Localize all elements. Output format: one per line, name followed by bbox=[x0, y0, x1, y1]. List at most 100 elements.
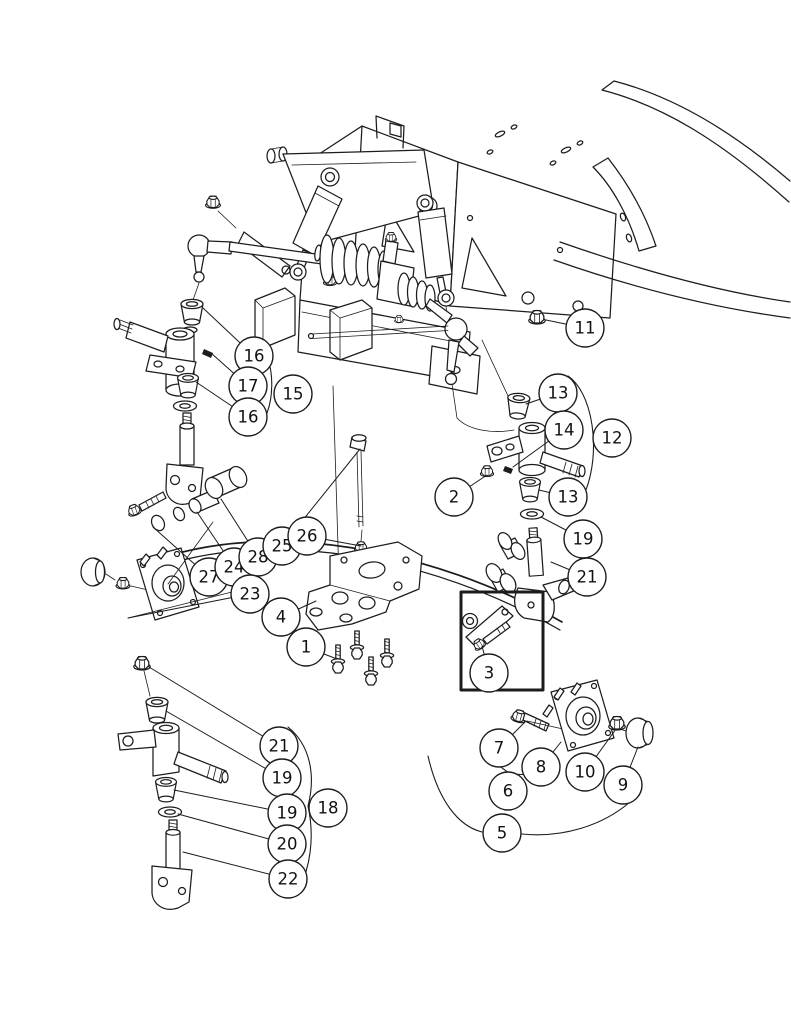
callout-15: 15 bbox=[273, 374, 313, 414]
callout-number-21: 21 bbox=[577, 568, 598, 587]
spring-mount-plate bbox=[305, 385, 423, 686]
leader-line-19 bbox=[165, 710, 283, 779]
callout-circle-21 bbox=[567, 557, 607, 597]
axle-tube-assembly bbox=[125, 465, 248, 585]
callout-3: 3 bbox=[469, 653, 509, 693]
callout-number-11: 11 bbox=[575, 319, 596, 338]
leader-line-21 bbox=[148, 666, 280, 747]
callout-number-27: 27 bbox=[199, 568, 220, 587]
callout-9: 9 bbox=[603, 765, 643, 805]
callout-number-12: 12 bbox=[602, 429, 623, 448]
callout-21: 21 bbox=[259, 726, 299, 766]
callout-18: 18 bbox=[308, 788, 348, 828]
callout-4: 4 bbox=[261, 597, 301, 637]
spring-alignment-line bbox=[127, 591, 233, 619]
spindle-right-upper bbox=[479, 309, 586, 520]
callout-19: 19 bbox=[262, 758, 302, 798]
callout-circle-16 bbox=[228, 397, 268, 437]
callout-number-21: 21 bbox=[269, 737, 290, 756]
callout-circle-8 bbox=[521, 747, 561, 787]
callout-26: 26 bbox=[287, 516, 327, 556]
callout-number-4: 4 bbox=[276, 608, 287, 627]
leader-line-23 bbox=[127, 593, 251, 619]
callout-23: 23 bbox=[230, 574, 270, 614]
callout-number-17: 17 bbox=[238, 377, 259, 396]
callout-10: 10 bbox=[565, 752, 605, 792]
callout-circle-6 bbox=[488, 771, 528, 811]
callout-circle-13 bbox=[548, 477, 588, 517]
callout-number-9: 9 bbox=[618, 776, 629, 795]
callout-circle-15 bbox=[273, 374, 313, 414]
callout-number-20: 20 bbox=[277, 835, 298, 854]
callout-number-6: 6 bbox=[503, 782, 514, 801]
callout-circle-9 bbox=[603, 765, 643, 805]
callout-8: 8 bbox=[521, 747, 561, 787]
callout-12: 12 bbox=[592, 418, 632, 458]
callout-number-19: 19 bbox=[272, 769, 293, 788]
callout-17: 17 bbox=[228, 366, 268, 406]
callout-13: 13 bbox=[548, 477, 588, 517]
callout-number-16: 16 bbox=[244, 347, 265, 366]
shackle-link-parts bbox=[461, 605, 514, 653]
callout-13: 13 bbox=[538, 373, 578, 413]
callout-number-22: 22 bbox=[278, 870, 299, 889]
callout-number-18: 18 bbox=[318, 799, 339, 818]
callout-number-13: 13 bbox=[548, 384, 569, 403]
callout-number-19: 19 bbox=[277, 804, 298, 823]
bracket-18 bbox=[287, 726, 312, 893]
callout-6: 6 bbox=[488, 771, 528, 811]
spindle-upper-left bbox=[113, 298, 213, 505]
callout-circle-7 bbox=[479, 728, 519, 768]
highlight-box-part-3 bbox=[459, 590, 545, 692]
callout-number-10: 10 bbox=[575, 763, 596, 782]
callout-19: 19 bbox=[563, 519, 603, 559]
callout-number-3: 3 bbox=[484, 664, 495, 683]
callout-number-26: 26 bbox=[297, 527, 318, 546]
callout-circle-1 bbox=[286, 627, 326, 667]
callout-circle-18 bbox=[308, 788, 348, 828]
callout-number-16: 16 bbox=[238, 408, 259, 427]
callout-number-13: 13 bbox=[558, 488, 579, 507]
callout-number-15: 15 bbox=[283, 385, 304, 404]
callout-circle-22 bbox=[268, 859, 308, 899]
right-shock-absorber bbox=[416, 194, 455, 327]
callout-21: 21 bbox=[567, 557, 607, 597]
callout-circle-10 bbox=[565, 752, 605, 792]
callout-number-14: 14 bbox=[554, 421, 575, 440]
spindle-right-lower bbox=[485, 526, 577, 623]
callout-5: 5 bbox=[482, 813, 522, 853]
callout-2: 2 bbox=[434, 477, 474, 517]
callout-circle-23 bbox=[230, 574, 270, 614]
callout-number-2: 2 bbox=[449, 488, 460, 507]
callout-1: 1 bbox=[286, 627, 326, 667]
callout-number-25: 25 bbox=[272, 537, 293, 556]
right-wheel-hub bbox=[509, 679, 654, 752]
bracket-5 bbox=[427, 755, 631, 836]
left-wheel-hub bbox=[80, 546, 200, 621]
callout-circle-12 bbox=[592, 418, 632, 458]
spindle-lower-left bbox=[117, 655, 229, 910]
callout-16: 16 bbox=[228, 397, 268, 437]
callout-number-8: 8 bbox=[536, 758, 547, 777]
callout-circle-3 bbox=[469, 653, 509, 693]
callout-circle-26 bbox=[287, 516, 327, 556]
callout-14: 14 bbox=[544, 410, 584, 450]
callout-number-5: 5 bbox=[497, 824, 508, 843]
steering-rack bbox=[187, 195, 479, 386]
callout-number-23: 23 bbox=[240, 585, 261, 604]
callout-11: 11 bbox=[565, 308, 605, 348]
bump-stop-blocks bbox=[254, 287, 373, 361]
callout-circle-4 bbox=[261, 597, 301, 637]
callout-number-1: 1 bbox=[301, 638, 312, 657]
callout-7: 7 bbox=[479, 728, 519, 768]
callout-22: 22 bbox=[268, 859, 308, 899]
callout-circle-2 bbox=[434, 477, 474, 517]
callout-20: 20 bbox=[267, 824, 307, 864]
callout-16: 16 bbox=[234, 336, 274, 376]
callout-circle-11 bbox=[565, 308, 605, 348]
callout-number-7: 7 bbox=[494, 739, 505, 758]
alignment-lines-right bbox=[451, 339, 515, 432]
